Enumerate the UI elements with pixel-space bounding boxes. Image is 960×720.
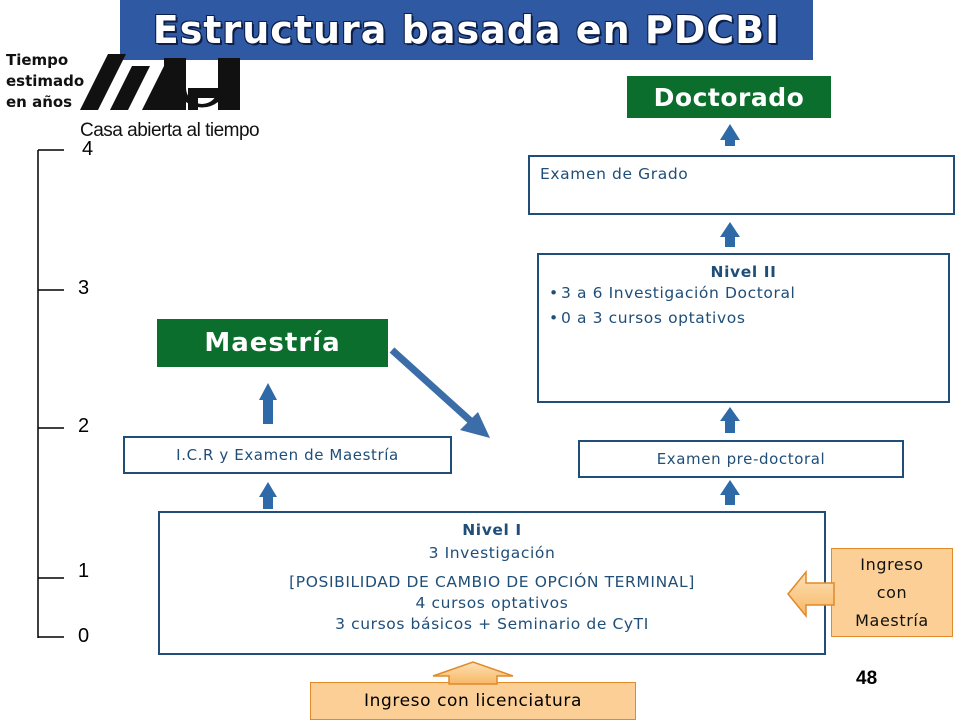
doctorado-box: Doctorado [627,76,831,118]
axis-title-line: Tiempo [6,51,69,69]
tick-label: 0 [78,625,90,647]
ingreso-maestria-line: con [876,583,908,602]
ingreso-maestria-line: Maestría [855,611,929,630]
nivel2-item: 3 a 6 Investigación Doctoral [549,281,948,306]
ingreso-maestria-box: Ingreso con Maestría [831,548,953,637]
nivel2-list: 3 a 6 Investigación Doctoral 0 a 3 curso… [539,281,948,331]
up-arrow-icon [259,482,277,509]
diagonal-arrow-line [389,347,477,427]
nivel1-line: 4 cursos optativos [415,594,569,612]
icr-box: I.C.R y Examen de Maestría [123,436,452,474]
examen-grado-box: Examen de Grado [528,155,955,215]
up-arrow-orange-icon [432,661,514,685]
up-arrow-icon [259,383,277,424]
predoctoral-label: Examen pre-doctoral [656,450,826,468]
up-arrow-icon [720,222,740,247]
page-number: 48 [856,668,878,689]
nivel1-line: 3 cursos básicos + Seminario de CyTI [335,615,649,633]
nivel1-line: [POSIBILIDAD DE CAMBIO DE OPCIÓN TERMINA… [289,573,695,591]
page-title: Estructura basada en PDCBI [152,8,781,52]
nivel1-title: Nivel I [462,521,522,539]
time-axis [37,149,64,638]
doctorado-label: Doctorado [653,82,805,112]
tick-label: 3 [78,277,90,299]
predoctoral-box: Examen pre-doctoral [578,440,904,478]
up-arrow-icon [720,124,740,146]
maestria-box: Maestría [157,319,388,367]
up-arrow-icon [720,407,740,433]
logo-tagline: Casa abierta al tiempo [80,120,260,141]
nivel2-item: 0 a 3 cursos optativos [549,306,948,331]
nivel2-title: Nivel II [710,263,777,281]
up-arrow-icon [720,480,740,505]
title-bar: Estructura basada en PDCBI [120,0,813,60]
axis-title-line: en años [6,93,73,111]
ingreso-licenciatura-box: Ingreso con licenciatura [310,682,636,720]
uam-logo [80,54,240,110]
icr-label: I.C.R y Examen de Maestría [176,446,399,464]
examen-grado-label: Examen de Grado [540,165,689,183]
tick-label: 1 [78,560,90,582]
diagonal-arrow-head-icon [460,412,490,438]
nivel1-line: 3 Investigación [428,544,556,562]
axis-title: Tiempo estimado en años [6,50,101,113]
nivel2-box: Nivel II 3 a 6 Investigación Doctoral 0 … [537,253,950,403]
tick-label: 2 [78,415,90,437]
nivel1-box: Nivel I 3 Investigación [POSIBILIDAD DE … [158,511,826,655]
tick-label: 4 [82,138,94,160]
axis-title-line: estimado [6,72,85,90]
ingreso-licenciatura-label: Ingreso con licenciatura [363,691,582,711]
ingreso-maestria-line: Ingreso [860,555,924,574]
maestria-label: Maestría [204,328,341,358]
